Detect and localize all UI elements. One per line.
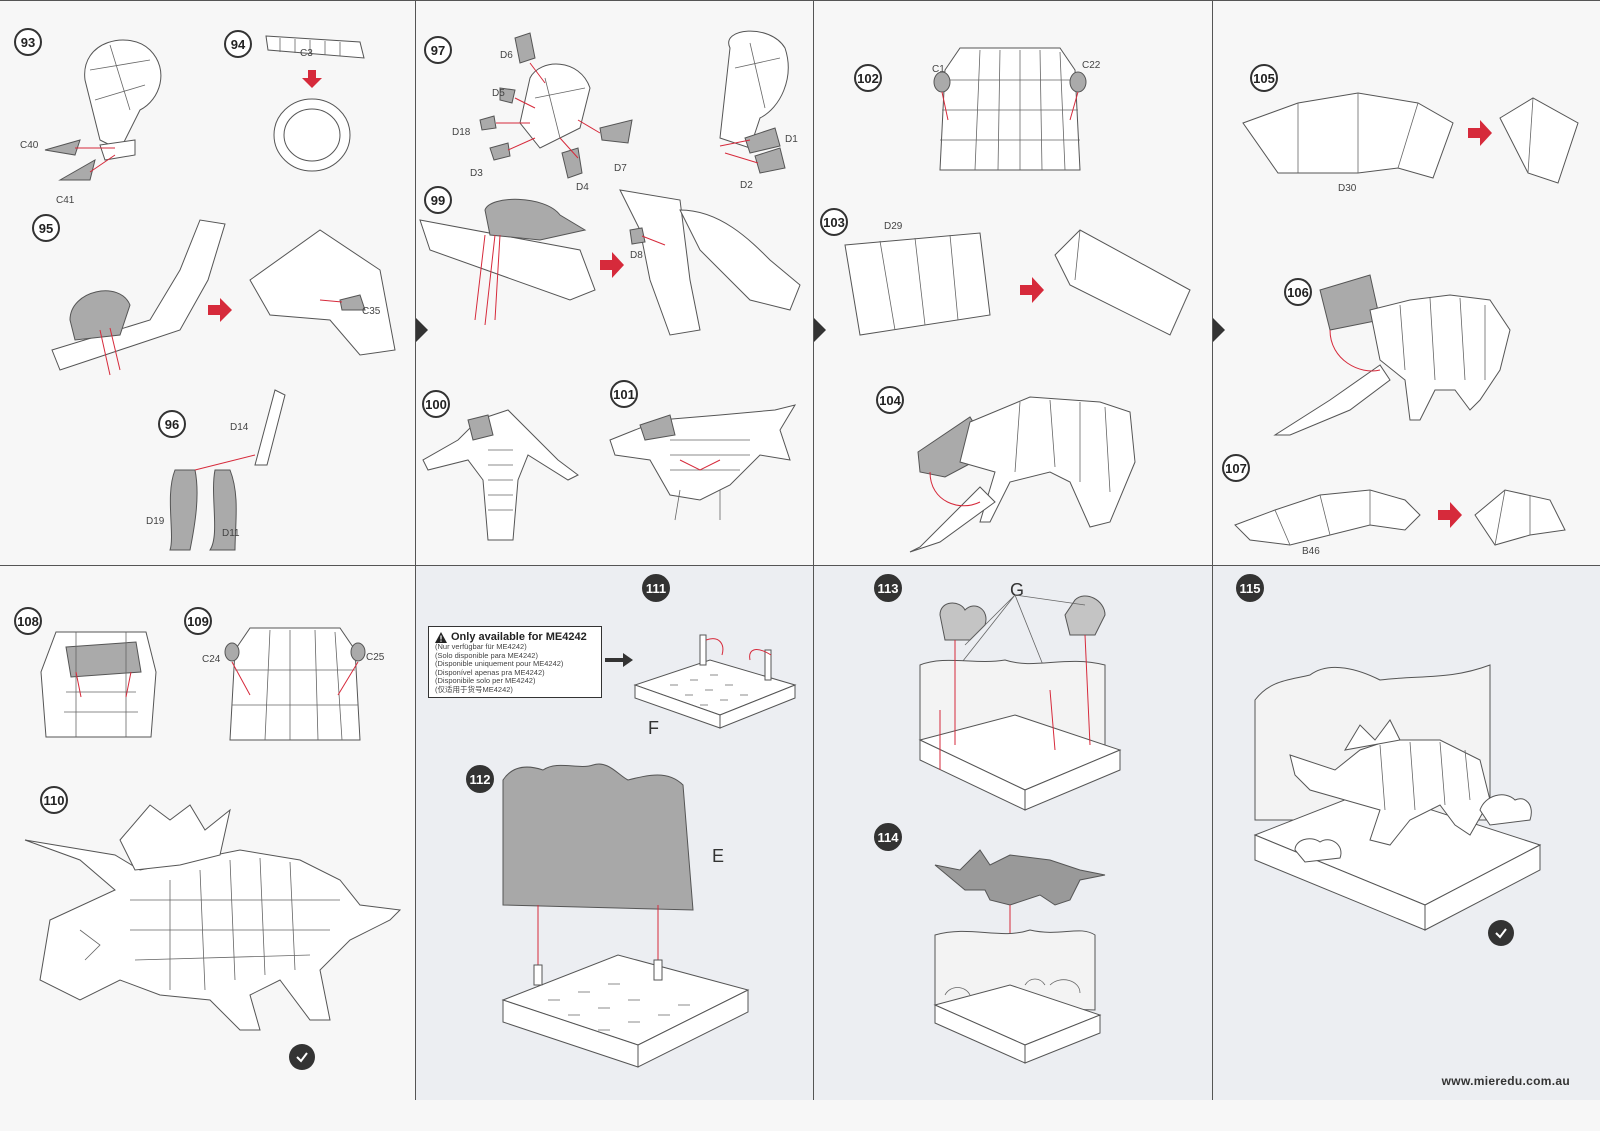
step-107-drawing — [1234, 489, 1566, 546]
page-marker-1 — [416, 318, 428, 342]
step-104-badge: 104 — [876, 386, 904, 414]
part-label-d5: D5 — [492, 88, 505, 99]
step-99-badge: 99 — [424, 186, 452, 214]
step-93-drawing — [44, 39, 162, 181]
step-115-drawing — [1253, 664, 1542, 931]
footer-url: www.mieredu.com.au — [1441, 1074, 1570, 1088]
part-label-d29: D29 — [884, 221, 903, 232]
step-105-drawing — [1242, 92, 1579, 184]
notice-line-zh: (仅适用于货号ME4242) — [435, 684, 513, 694]
part-label-d4: D4 — [576, 182, 589, 193]
part-label-d2: D2 — [740, 180, 753, 191]
part-label-c24: C24 — [202, 654, 221, 665]
part-label-c40: C40 — [20, 140, 39, 151]
step-97-drawing — [479, 30, 789, 179]
step-107-badge: 107 — [1222, 454, 1250, 482]
part-label-d3: D3 — [470, 168, 483, 179]
step-102-drawing — [933, 47, 1087, 171]
part-label-c25: C25 — [366, 652, 385, 663]
step-111-badge: 111 — [642, 574, 670, 602]
step-100-badge: 100 — [422, 390, 450, 418]
step-105-badge: 105 — [1250, 64, 1278, 92]
step-114-drawing — [933, 849, 1106, 1064]
step-106-badge: 106 — [1284, 278, 1312, 306]
middle-horizontal-divider — [0, 565, 1600, 566]
step-103-drawing — [844, 229, 1191, 336]
notice-line-es: (Solo disponible para ME4242) — [435, 650, 538, 660]
part-label-e: E — [712, 846, 725, 866]
step-112-badge: 112 — [466, 765, 494, 793]
divider-3 — [1212, 0, 1213, 1100]
part-label-d18: D18 — [452, 127, 471, 138]
step-109-drawing — [224, 627, 366, 741]
step-115-badge: 115 — [1236, 574, 1264, 602]
step-100-drawing — [422, 409, 579, 541]
notice-arrow-icon — [605, 653, 633, 667]
part-label-d14: D14 — [230, 422, 249, 433]
step-101-drawing — [609, 404, 797, 521]
warning-icon — [435, 631, 447, 643]
notice-title-row: Only available for ME4242 — [435, 631, 595, 643]
part-label-c1: C1 — [932, 64, 945, 75]
notice-line-de: (Nur verfügbar für ME4242) — [435, 642, 527, 651]
step-112-drawing — [501, 763, 750, 1068]
step-111-drawing — [633, 634, 797, 729]
part-label-d19: D19 — [146, 516, 165, 527]
part-label-c41: C41 — [56, 195, 75, 206]
part-label-b46: B46 — [1302, 546, 1320, 557]
step-110-drawing — [24, 804, 402, 1031]
notice-line-it: (Disponibile solo per ME4242) — [435, 676, 536, 686]
step-114-badge: 114 — [874, 823, 902, 851]
step-109-badge: 109 — [184, 607, 212, 635]
notice-title: Only available for ME4242 — [451, 631, 587, 643]
step-99-drawing — [419, 189, 801, 336]
step-108-drawing — [40, 631, 157, 738]
step-103-badge: 103 — [820, 208, 848, 236]
step-106-drawing — [1273, 274, 1511, 436]
step-104-drawing — [909, 396, 1136, 553]
availability-notice: Only available for ME4242 (Nur verfügbar… — [428, 626, 602, 698]
part-label-c22: C22 — [1082, 60, 1101, 71]
step-108-badge: 108 — [14, 607, 42, 635]
part-label-d30: D30 — [1338, 183, 1357, 194]
step-113-drawing — [918, 594, 1122, 811]
step-95-drawing — [51, 219, 396, 376]
part-label-c3: C3 — [300, 48, 313, 59]
part-label-d1: D1 — [785, 134, 798, 145]
divider-1 — [415, 0, 416, 1100]
step-110-badge: 110 — [40, 786, 68, 814]
part-label-d6: D6 — [500, 50, 513, 61]
step-101-badge: 101 — [610, 380, 638, 408]
part-label-f: F — [648, 718, 659, 738]
part-label-d8: D8 — [630, 250, 643, 261]
step-113-badge: 113 — [874, 574, 902, 602]
step-93-badge: 93 — [14, 28, 42, 56]
divider-2 — [813, 0, 814, 1100]
step-94-drawing — [265, 35, 365, 172]
part-label-d7: D7 — [614, 163, 627, 174]
step-97-badge: 97 — [424, 36, 452, 64]
step-96-drawing — [169, 389, 286, 551]
notice-line-fr: (Disponible uniquement pour ME4242) — [435, 659, 564, 669]
part-label-c35: C35 — [362, 306, 381, 317]
complete-check-icon — [289, 1044, 315, 1070]
step-94-badge: 94 — [224, 30, 252, 58]
page-marker-3 — [1213, 318, 1225, 342]
part-label-d11: D11 — [222, 528, 240, 539]
top-edge-line — [0, 0, 1600, 1]
page-marker-2 — [814, 318, 826, 342]
complete-check-icon-final — [1488, 920, 1514, 946]
step-102-badge: 102 — [854, 64, 882, 92]
part-label-g: G — [1010, 580, 1025, 600]
notice-line-pt: (Disponível apenas pra ME4242) — [435, 667, 545, 677]
step-95-badge: 95 — [32, 214, 60, 242]
step-96-badge: 96 — [158, 410, 186, 438]
